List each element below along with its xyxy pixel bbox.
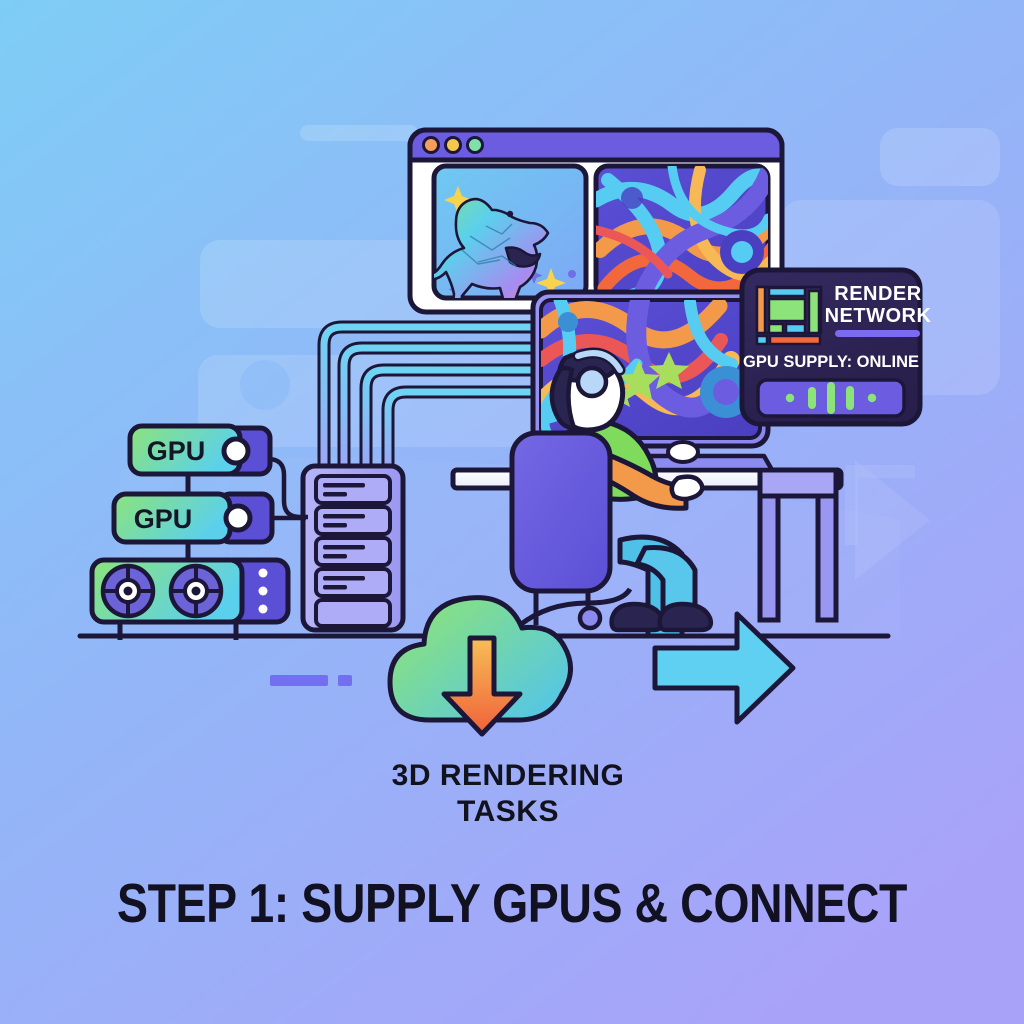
render-network-panel[interactable]: RENDER NETWORK GPU SUPPLY: ONLINE bbox=[739, 267, 932, 427]
artist-figure bbox=[509, 347, 714, 639]
server-rack-slots bbox=[314, 474, 392, 628]
caption-line-2: TASKS bbox=[457, 795, 559, 828]
decor-dashes bbox=[270, 675, 352, 686]
gpu-card-middle-label: GPU bbox=[134, 504, 193, 534]
gpu-card-middle[interactable]: GPU bbox=[111, 491, 275, 545]
flow-arrow-right bbox=[652, 611, 796, 725]
render-thumbnail-icon bbox=[755, 285, 823, 346]
gpu-supply-indicator bbox=[756, 378, 906, 418]
gpu-fans bbox=[100, 563, 224, 619]
cloud-download-icon[interactable] bbox=[387, 595, 573, 737]
gpu-card-top[interactable]: GPU bbox=[127, 423, 273, 477]
office-chair bbox=[509, 430, 633, 631]
mouse-icon bbox=[666, 440, 700, 464]
monitor-artwork bbox=[541, 300, 752, 438]
dino-render-preview[interactable] bbox=[410, 163, 589, 333]
render-network-title-line1: RENDER bbox=[834, 283, 922, 305]
gpu-card-top-label: GPU bbox=[147, 436, 206, 466]
gpu-stack[interactable]: GPU GPU bbox=[89, 423, 308, 640]
gpu-cables bbox=[317, 320, 567, 477]
close-dot[interactable] bbox=[422, 136, 440, 154]
gpu-supply-status: GPU SUPPLY: ONLINE bbox=[743, 353, 919, 371]
gpu-status-leds bbox=[258, 568, 268, 614]
headphone-icon bbox=[572, 347, 626, 399]
gpu-base-unit[interactable] bbox=[89, 557, 291, 640]
server-rack[interactable] bbox=[300, 463, 406, 633]
render-network-accent-bar bbox=[835, 330, 920, 337]
render-network-title-line2: NETWORK bbox=[825, 305, 932, 327]
maximize-dot[interactable] bbox=[466, 136, 484, 154]
page-title: STEP 1: SUPPLY GPUS & CONNECT bbox=[117, 872, 907, 934]
sparkle-icon bbox=[444, 186, 566, 298]
caption-line-1: 3D RENDERING bbox=[392, 759, 625, 792]
dinosaur-figure bbox=[434, 197, 550, 298]
minimize-dot[interactable] bbox=[444, 136, 462, 154]
